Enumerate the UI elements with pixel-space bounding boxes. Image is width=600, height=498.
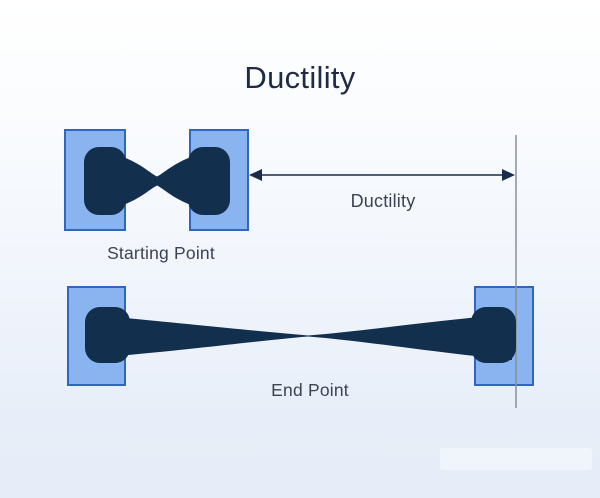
page-title: Ductility (244, 60, 356, 95)
watermark (440, 448, 592, 470)
end-specimen-neck (105, 314, 512, 360)
start-specimen (84, 147, 230, 215)
ductility-arrow (249, 169, 515, 181)
end-point-label: End Point (271, 380, 349, 400)
starting-point-label: Starting Point (107, 243, 215, 263)
end-specimen (85, 307, 516, 363)
ductility-measure-label: Ductility (350, 191, 416, 211)
ductility-arrowhead-left (249, 169, 262, 181)
start-specimen-neck (110, 153, 204, 209)
ductility-arrowhead-right (502, 169, 515, 181)
